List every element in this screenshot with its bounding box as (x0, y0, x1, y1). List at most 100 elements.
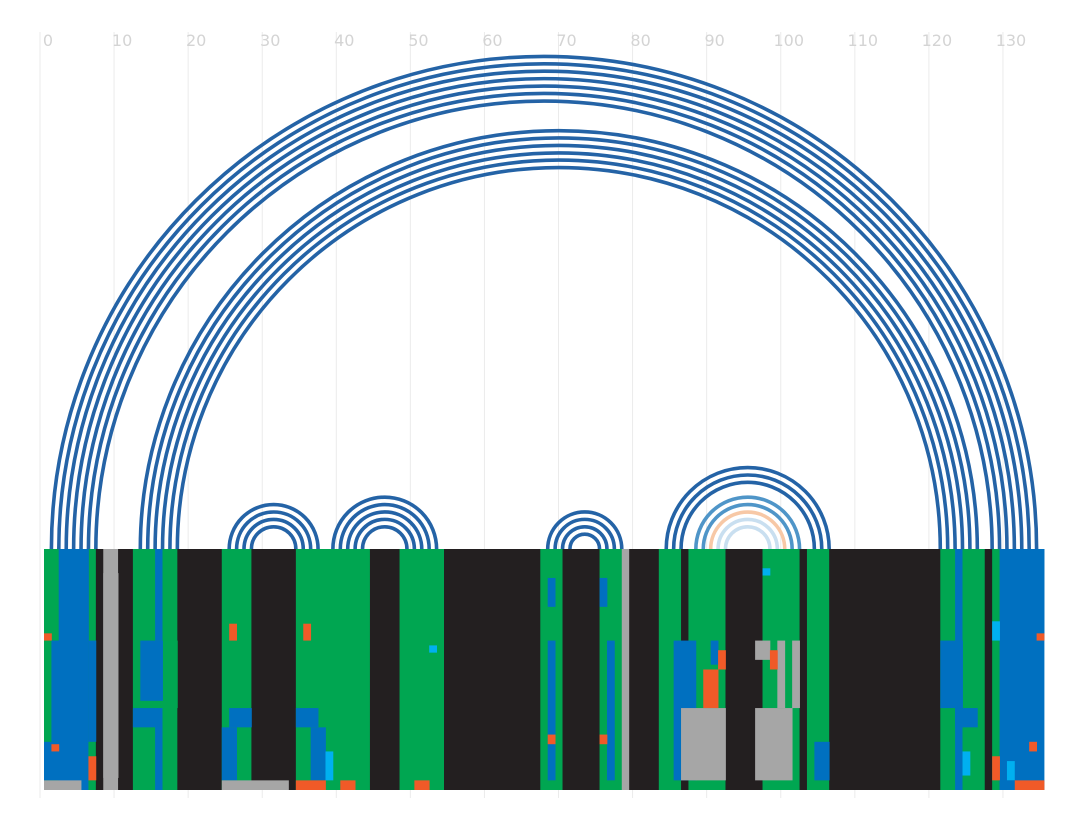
pair-arcs (51, 56, 1036, 549)
pair-arc (242, 517, 306, 550)
track-cell (762, 568, 771, 576)
track-cell (955, 708, 978, 728)
track-cell (229, 708, 252, 728)
track-column (399, 549, 445, 790)
track-cell (44, 780, 82, 790)
track-column (562, 549, 600, 790)
pair-arc (234, 510, 313, 550)
track-column (829, 549, 941, 790)
pair-arc (160, 150, 957, 550)
pair-arc (679, 480, 817, 550)
tick-label: 130 (996, 31, 1027, 50)
track-cell (51, 640, 60, 742)
tick-label: 90 (704, 31, 724, 50)
track-cell (44, 633, 52, 641)
pair-arc (94, 99, 994, 550)
pair-arc (694, 495, 802, 550)
pair-arc (227, 502, 320, 550)
track-cell (295, 708, 319, 728)
track-cell (755, 640, 771, 660)
track-cell (303, 623, 312, 641)
pair-arc (331, 495, 439, 550)
track-column (984, 549, 993, 790)
pair-arc (345, 510, 424, 550)
pair-arc (64, 69, 1024, 550)
track-cell (547, 734, 556, 745)
pair-arc (716, 517, 780, 550)
track-cell (703, 669, 719, 709)
track-cell (999, 780, 1015, 790)
pair-arc (353, 517, 417, 550)
pair-arc (57, 62, 1031, 550)
track-cell (1014, 549, 1045, 641)
pair-arc (153, 144, 965, 550)
alignment-track (44, 549, 1045, 790)
track-cell (310, 727, 326, 781)
pair-arc (671, 473, 824, 550)
track-cell (769, 650, 778, 670)
track-cell (221, 727, 237, 781)
track-cell (718, 650, 726, 670)
track-cell (547, 640, 556, 781)
pair-arc (708, 510, 787, 550)
pair-arc (71, 76, 1017, 550)
track-cell (710, 640, 719, 665)
track-cell (51, 744, 60, 752)
pair-arc (86, 92, 1002, 550)
track-cell (1006, 761, 1015, 781)
pair-arc (701, 502, 794, 550)
track-cell (792, 640, 800, 709)
track-cell (992, 621, 1000, 641)
pair-arc (175, 165, 943, 550)
pair-arc (560, 524, 609, 550)
pair-arc (138, 129, 980, 550)
track-cell (295, 780, 326, 790)
tick-label: 80 (630, 31, 650, 50)
track-cell (681, 708, 697, 781)
track-cell (103, 573, 119, 778)
track-cell (940, 640, 963, 709)
tick-label: 70 (556, 31, 576, 50)
track-column (295, 549, 371, 790)
track-column (369, 549, 400, 790)
track-cell (221, 780, 289, 790)
tick-label: 20 (186, 31, 206, 50)
track-column (629, 549, 660, 790)
track-cell (599, 577, 608, 607)
track-column (444, 549, 541, 790)
track-cell (58, 549, 89, 641)
track-cell (1036, 633, 1045, 641)
track-column (251, 549, 297, 790)
tick-label: 40 (334, 31, 354, 50)
track-cell (132, 708, 156, 728)
track-column (962, 549, 986, 790)
pair-arc (553, 517, 617, 550)
track-cell (695, 708, 726, 781)
pair-arc (145, 136, 972, 550)
tick-label: 50 (408, 31, 428, 50)
track-cell (606, 640, 615, 781)
tick-label: 0 (43, 31, 53, 50)
track-cell (992, 756, 1000, 781)
pair-arc (249, 524, 298, 550)
track-cell (140, 640, 163, 701)
pair-arc (568, 532, 602, 550)
track-column (806, 549, 830, 790)
track-cell (325, 751, 334, 781)
track-cell (414, 780, 430, 790)
track-column (992, 549, 1000, 790)
track-cell (1014, 780, 1045, 790)
track-cell (962, 751, 971, 776)
tick-label: 110 (848, 31, 879, 50)
track-cell (340, 780, 356, 790)
track-cell (88, 640, 97, 742)
pair-arc (360, 525, 409, 550)
track-cell (1029, 741, 1037, 752)
track-cell (777, 640, 786, 709)
tick-label: 100 (773, 31, 804, 50)
track-cell (229, 623, 237, 641)
track-column (95, 549, 104, 790)
pair-arc (664, 465, 831, 550)
